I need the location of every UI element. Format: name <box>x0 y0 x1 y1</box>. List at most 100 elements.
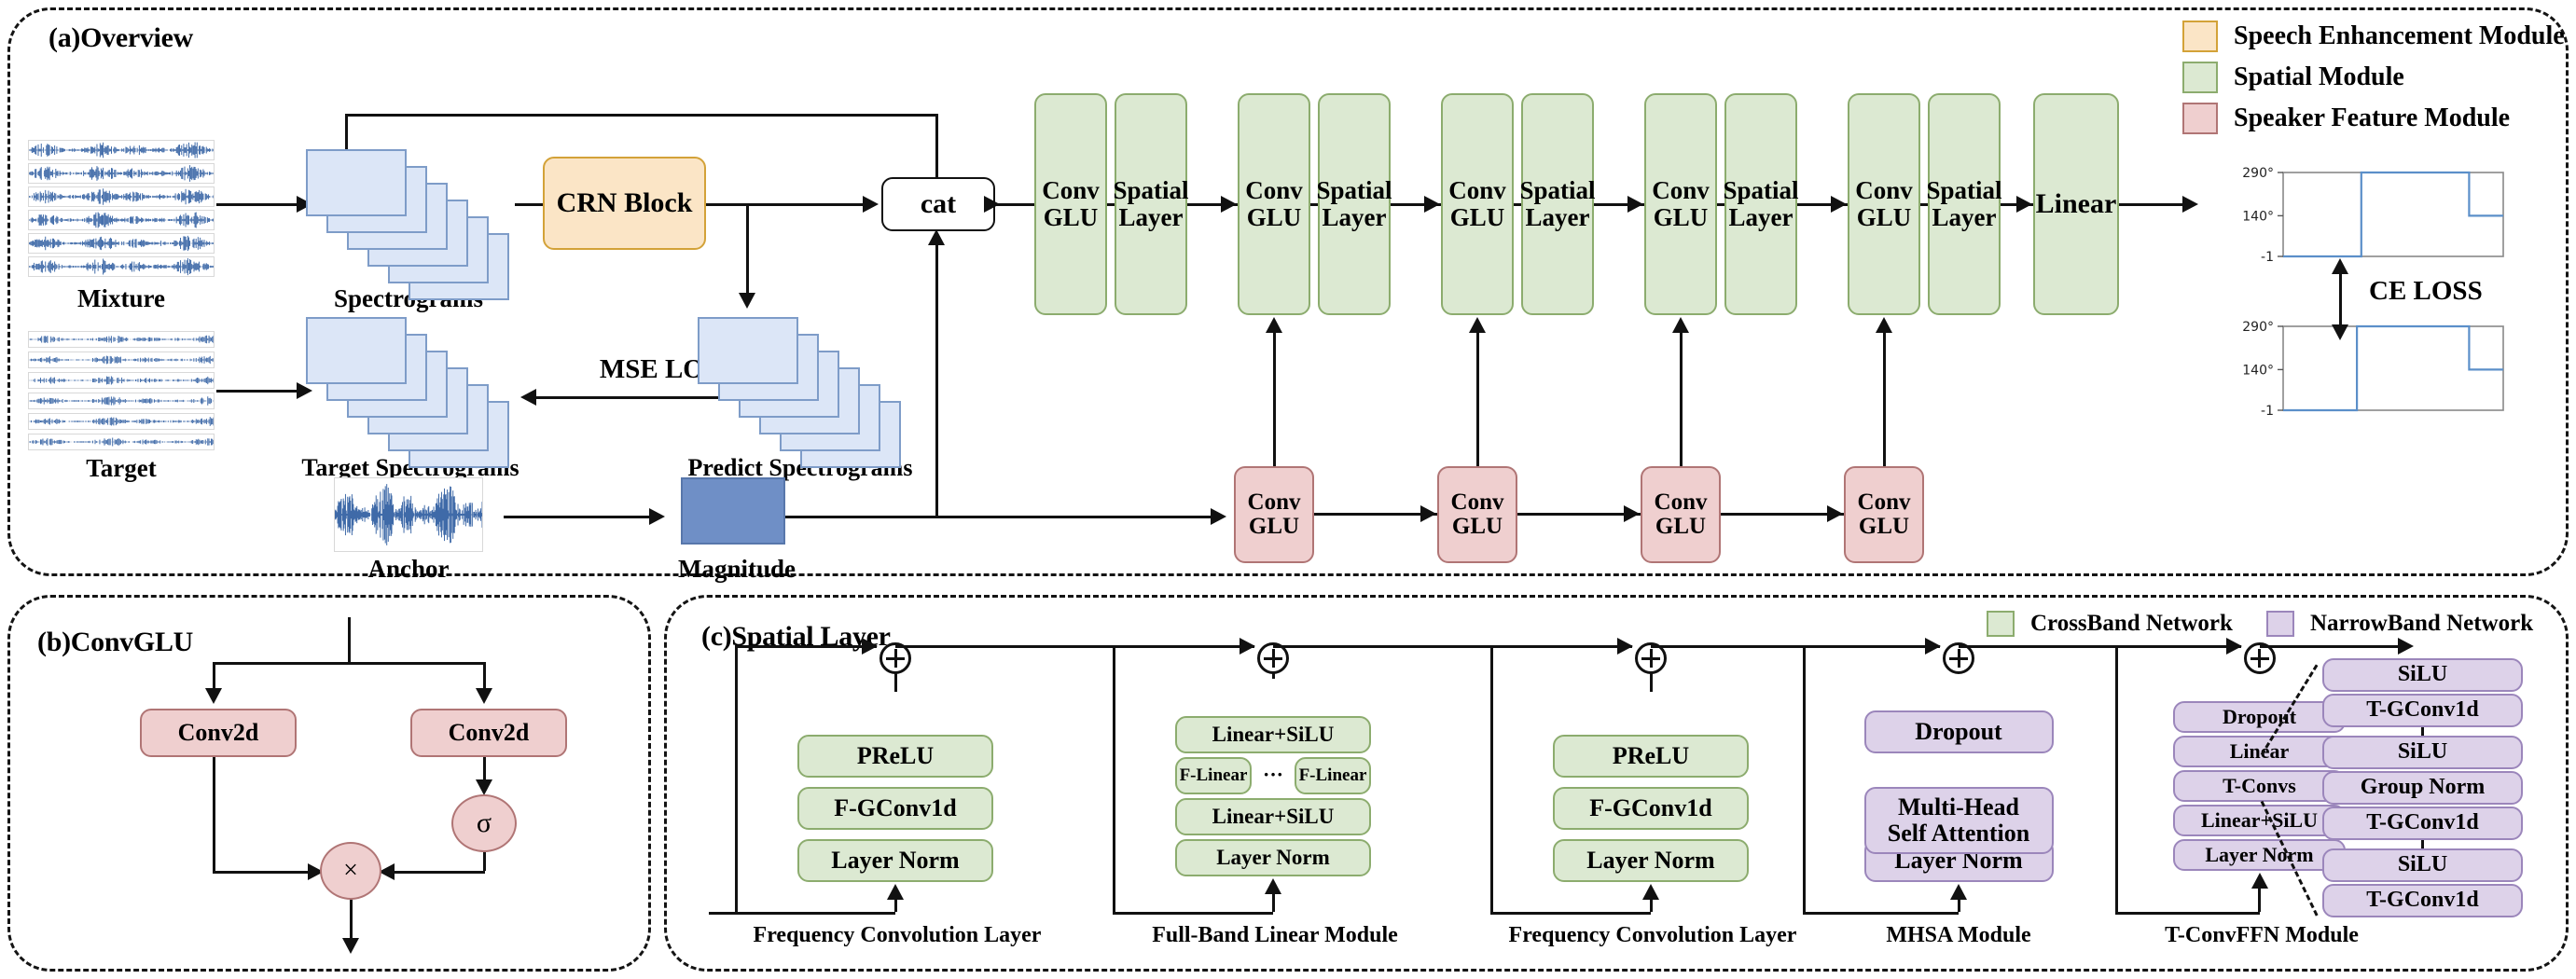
spectrogram-card <box>698 317 798 384</box>
module-top-line <box>1649 658 1653 692</box>
conv-glu-block-5[interactable]: Conv GLU <box>1848 93 1920 315</box>
module-block-multi-head-self-attention[interactable]: Multi-Head Self Attention <box>1863 787 2054 854</box>
legend-swatch-orange <box>2182 21 2218 52</box>
tconvs-detail-block-silu[interactable]: SiLU <box>2322 848 2523 882</box>
module-block-layer-norm[interactable]: Layer Norm <box>797 839 993 882</box>
arrow-line-cat-chain <box>995 203 1034 206</box>
svg-text:290°: 290° <box>2242 166 2274 181</box>
arrow-line-mixture <box>216 203 298 206</box>
spatial-layer-block-5[interactable]: Spatial Layer <box>1926 93 2002 315</box>
conv-glu-block-1[interactable]: Conv GLU <box>1034 93 1107 315</box>
arrow-head-magnitude-cat <box>928 229 945 245</box>
waveform-row <box>28 331 215 348</box>
module-block-linear[interactable]: Linear <box>2172 736 2347 767</box>
module-block-dropout[interactable]: Dropout <box>2172 701 2347 733</box>
module-block-f-gconv1d[interactable]: F-GConv1d <box>797 787 993 830</box>
tconvs-detail-block-silu[interactable]: SiLU <box>2322 658 2523 692</box>
module-block-layer-norm[interactable]: Layer Norm <box>1175 839 1371 876</box>
conv-glu-block-4[interactable]: Conv GLU <box>1644 93 1717 315</box>
pair-link-line <box>1920 203 1928 206</box>
inter-module-link <box>1651 645 1803 648</box>
conv-glu-block-3[interactable]: Conv GLU <box>1441 93 1514 315</box>
anchor-waveform <box>334 477 483 552</box>
chain-connector-arrow <box>1424 196 1440 213</box>
spatial-layer-block-4[interactable]: Spatial Layer <box>1723 93 1799 315</box>
module-skip-vertical <box>1490 645 1493 912</box>
arrow-head-anchor-magnitude <box>649 508 665 525</box>
speaker-conv-glu-block-2[interactable]: Conv GLU <box>1437 466 1517 563</box>
speaker-conv-glu-block-3[interactable]: Conv GLU <box>1641 466 1721 563</box>
module-block-prelu[interactable]: PReLU <box>1553 735 1749 778</box>
tconvs-detail-block-t-gconv1d[interactable]: T-GConv1d <box>2322 884 2523 917</box>
speaker-conv-glu-block-4[interactable]: Conv GLU <box>1844 466 1924 563</box>
speaker-up-arrow <box>1469 317 1486 333</box>
convglu-left-path-right <box>213 871 317 874</box>
legend-swatch-narrowband <box>2266 611 2294 637</box>
module-block-prelu[interactable]: PReLU <box>797 735 993 778</box>
module-skip-arrow <box>1240 638 1255 655</box>
waveform-row <box>28 434 215 450</box>
module-block-linear-silu[interactable]: Linear+SiLU <box>1175 716 1371 753</box>
residual-add-icon <box>2243 642 2276 674</box>
chain-connector-line <box>1594 203 1644 206</box>
speaker-conv-glu-block-1[interactable]: Conv GLU <box>1234 466 1314 563</box>
module-caption: T-ConvFFN Module <box>2165 923 2359 947</box>
waveform-row <box>28 256 215 277</box>
sigma-node: σ <box>451 794 517 852</box>
waveform-row <box>28 233 215 254</box>
module-skip-top <box>1803 645 1940 648</box>
crn-block[interactable]: CRN Block <box>543 157 706 250</box>
module-bottom-arrow <box>1950 884 1967 900</box>
arrow-head-cat-chain <box>984 196 1000 213</box>
legend-swatch-green <box>2182 62 2218 93</box>
spatial-output-arrow <box>2397 638 2414 655</box>
waveform-row <box>28 352 215 368</box>
ce-arrow-line <box>2339 270 2342 328</box>
module-caption: Full-Band Linear Module <box>1152 923 1398 947</box>
final-linear-block[interactable]: Linear <box>2033 93 2119 315</box>
module-skip-arrow <box>1925 638 1941 655</box>
f-linear-block-left[interactable]: F-Linear <box>1175 757 1252 794</box>
convglu-left-down <box>213 662 215 692</box>
caption-anchor: Anchor <box>367 555 450 583</box>
panel-b-title: (b)ConvGLU <box>37 627 194 657</box>
panel-a-title: (a)Overview <box>48 22 193 53</box>
module-block-linear-silu[interactable]: Linear+SiLU <box>2172 805 2347 836</box>
f-linear-block-right[interactable]: F-Linear <box>1295 757 1371 794</box>
speaker-up-line <box>1679 328 1683 466</box>
module-skip-top <box>2115 645 2241 648</box>
tconvs-detail-block-t-gconv1d[interactable]: T-GConv1d <box>2322 694 2523 727</box>
module-skip-top <box>735 645 877 648</box>
module-block-f-gconv1d[interactable]: F-GConv1d <box>1553 787 1749 830</box>
waveform-row <box>28 163 215 184</box>
waveform-row <box>28 413 215 430</box>
convglu-right-path-left <box>384 871 485 874</box>
legend-swatch-crossband <box>1987 611 2015 637</box>
tconvs-detail-block-t-gconv1d[interactable]: T-GConv1d <box>2322 807 2523 840</box>
speaker-connector-line <box>1314 513 1437 516</box>
spatial-layer-block-1[interactable]: Spatial Layer <box>1113 93 1189 315</box>
module-block-layer-norm[interactable]: Layer Norm <box>1553 839 1749 882</box>
module-block-layer-norm[interactable]: Layer Norm <box>2172 839 2347 871</box>
legend-label-speech-enhancement: Speech Enhancement Module <box>2234 21 2565 50</box>
module-skip-bottom <box>1490 912 1651 915</box>
speaker-up-arrow <box>1876 317 1892 333</box>
spatial-layer-block-3[interactable]: Spatial Layer <box>1519 93 1596 315</box>
module-block-dropout[interactable]: Dropout <box>1863 710 2054 753</box>
cat-box[interactable]: cat <box>881 177 995 231</box>
module-caption: Frequency Convolution Layer <box>753 923 1042 947</box>
tconvs-detail-block-silu[interactable]: SiLU <box>2322 736 2523 769</box>
module-skip-bottom <box>735 912 895 915</box>
branch-line-crn-predict <box>746 203 749 296</box>
waveform-row <box>334 477 483 552</box>
conv2d-right[interactable]: Conv2d <box>410 709 567 757</box>
tconvs-detail-block-group-norm[interactable]: Group Norm <box>2322 771 2523 805</box>
magnitude-line-right <box>783 516 938 518</box>
conv2d-left[interactable]: Conv2d <box>140 709 297 757</box>
spatial-layer-block-2[interactable]: Spatial Layer <box>1316 93 1392 315</box>
module-bottom-line <box>1649 895 1653 912</box>
module-block-t-convs[interactable]: T-Convs <box>2172 770 2347 802</box>
module-block-linear-silu[interactable]: Linear+SiLU <box>1175 798 1371 835</box>
conv-glu-block-2[interactable]: Conv GLU <box>1238 93 1310 315</box>
chain-connector-arrow <box>1627 196 1643 213</box>
